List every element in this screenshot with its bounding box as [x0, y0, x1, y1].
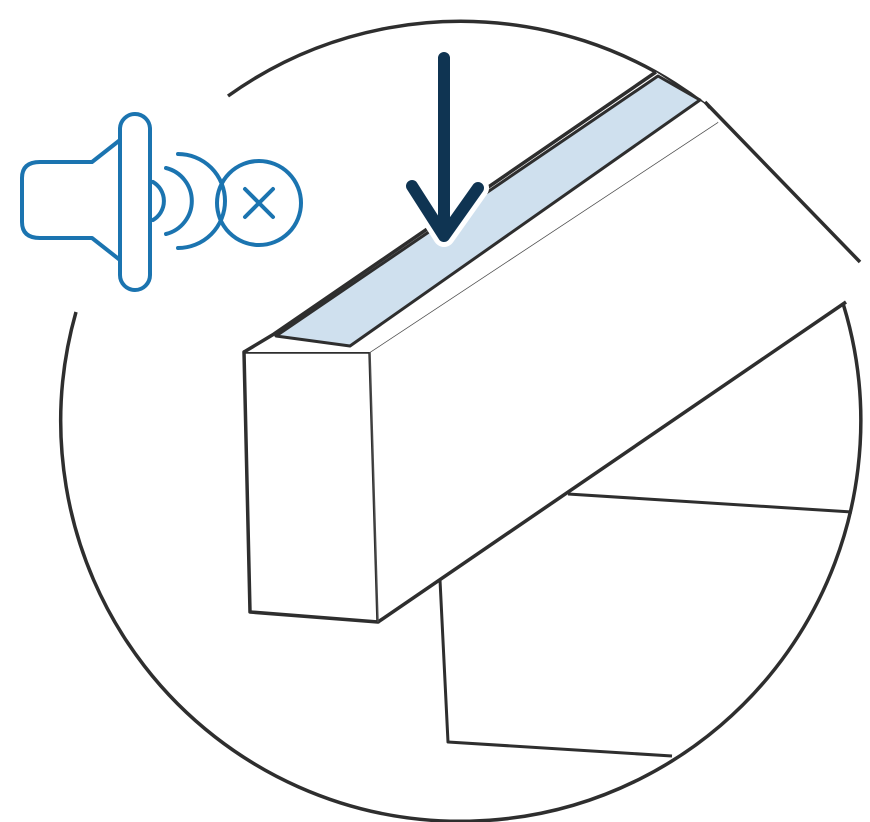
speaker-icon [20, 112, 152, 292]
beam-end-vertical-edge [369, 351, 379, 623]
sound-waves-icon [151, 152, 227, 250]
anti-noise-pad-edge [349, 99, 701, 347]
arrow-down-icon [401, 47, 489, 247]
beam-bottom-edge [377, 300, 847, 624]
beam-end-face [242, 350, 380, 624]
lower-beam [438, 492, 853, 758]
zoom-circle-outline [59, 19, 863, 822]
beam-top-back-edge [243, 70, 862, 354]
close-circle-icon [215, 159, 303, 247]
beam-side-face [370, 104, 866, 622]
